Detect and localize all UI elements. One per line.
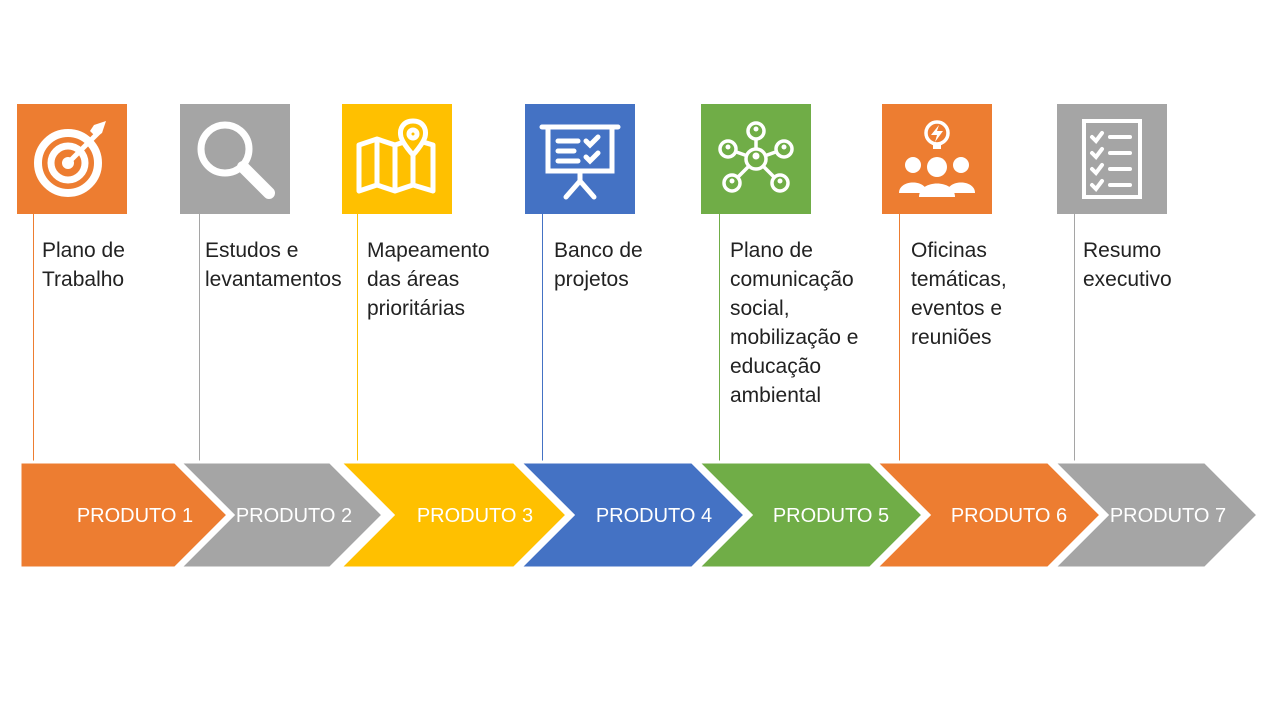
chevron-product-1 bbox=[18, 460, 231, 570]
product-1-label: PRODUTO 1 bbox=[76, 505, 194, 527]
product-3-description: Mapeamento das áreas prioritárias bbox=[367, 239, 490, 320]
product-2-label: PRODUTO 2 bbox=[235, 505, 353, 527]
presentation-board-icon bbox=[525, 104, 635, 214]
chevron-product-4 bbox=[516, 460, 748, 570]
chevron-product-3 bbox=[336, 460, 570, 570]
product-7-label: PRODUTO 7 bbox=[1109, 505, 1227, 527]
chevron-product-5 bbox=[694, 460, 926, 570]
magnifier-icon bbox=[180, 104, 290, 214]
map-icon bbox=[342, 104, 452, 214]
team-idea-icon bbox=[882, 104, 992, 214]
product-7-description: Resumo executivo bbox=[1083, 239, 1172, 291]
connector-line-7 bbox=[1074, 214, 1075, 462]
target-icon bbox=[17, 104, 127, 214]
checklist-icon bbox=[1057, 104, 1167, 214]
product-3-label: PRODUTO 3 bbox=[416, 505, 534, 527]
product-4-label: PRODUTO 4 bbox=[595, 505, 713, 527]
product-6-description: Oficinas temáticas, eventos e reuniões bbox=[911, 239, 1007, 349]
chevron-product-7 bbox=[1050, 460, 1261, 570]
connector-line-3 bbox=[357, 214, 358, 462]
connector-line-6 bbox=[899, 214, 900, 462]
product-6-label: PRODUTO 6 bbox=[950, 505, 1068, 527]
connector-line-4 bbox=[542, 214, 543, 462]
connector-line-1 bbox=[33, 214, 34, 462]
product-5-description: Plano de comunicação social, mobilização… bbox=[730, 239, 859, 407]
product-4-description: Banco de projetos bbox=[554, 239, 643, 291]
connector-line-5 bbox=[719, 214, 720, 462]
product-2-description: Estudos e levantamentos bbox=[205, 239, 342, 291]
product-5-label: PRODUTO 5 bbox=[772, 505, 890, 527]
network-icon bbox=[701, 104, 811, 214]
product-1-description: Plano de Trabalho bbox=[42, 239, 125, 291]
chevron-product-6 bbox=[872, 460, 1104, 570]
connector-line-2 bbox=[199, 214, 200, 462]
chevron-product-2 bbox=[176, 460, 386, 570]
